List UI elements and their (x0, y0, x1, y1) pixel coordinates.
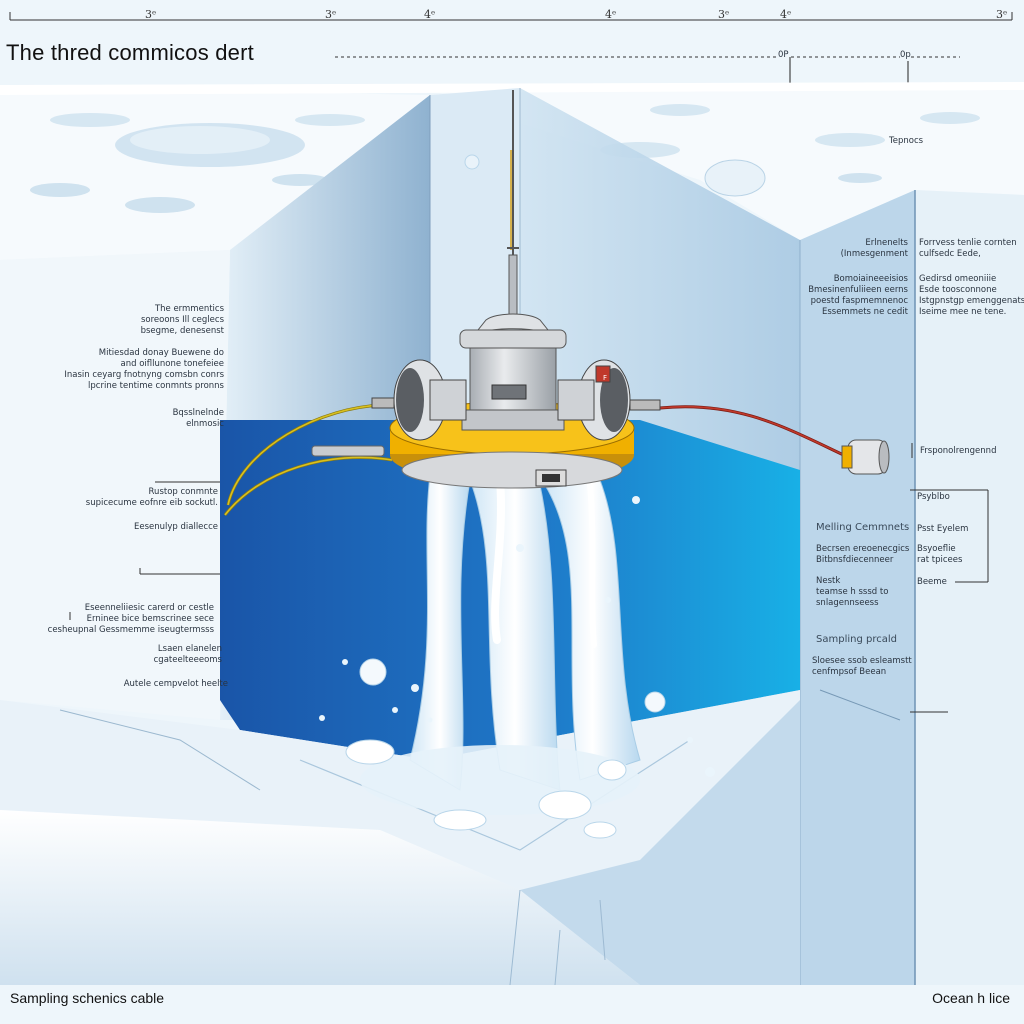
depth-marker: 0p (900, 50, 911, 61)
device-marking: F (603, 374, 608, 382)
label-left-5: Eesenulyp diallecce (133, 522, 218, 532)
meltwater-flow (319, 154, 715, 839)
cables (223, 403, 851, 516)
diagram-title: The thred commicos dert (6, 40, 254, 65)
label-right-4b: Becrsen ereoenecgics Bitbnsfdiecenneer (816, 544, 910, 565)
label-left-8: Autele cempvelot heelte (123, 679, 228, 689)
label-right-5a: Psyblbo (917, 492, 950, 502)
scale-tick: 4ᵉ (605, 8, 617, 21)
label-right-1b: Forrvess tenlie cornten culfsedc Eede, (919, 238, 1017, 259)
scale-tick: 3ᵉ (718, 8, 730, 21)
label-right-5d: Beeme (917, 577, 947, 587)
label-right-5c: Bsyoeflie rat tpicees (917, 544, 963, 565)
label-right-4a: Melling Cemmnets (816, 522, 910, 533)
label-left-6: Eseenneliiesic carerd or cestle Erninee … (47, 603, 214, 635)
label-left-2: Mitiesdad donay Buewene do and oifllunon… (64, 348, 224, 391)
depth-marker: 0P (778, 50, 789, 61)
label-right-4e: Sloesee ssob esleamstt cenfmpsof Beean (812, 656, 912, 677)
leader-lines (69, 443, 989, 713)
label-left-7: Lsaen elanelen cgateelteeeoms (153, 644, 222, 665)
label-right-1a: Erlnenelts (Inmesgenment (840, 238, 908, 259)
footer-left-caption: Sampling schenics cable (10, 990, 165, 1006)
label-right-3: Frsponolrengennd (920, 446, 997, 456)
footer-right-caption: Ocean h lice (932, 990, 1010, 1006)
label-right-2a: Bomoiaineeeisios Bmesinenfuliieen eerns … (808, 274, 908, 317)
label-left-4: Rustop conmnte supicecume eofnre eib soc… (85, 487, 218, 508)
melt-probe-lander (371, 313, 661, 489)
scale-tick: 4ᵉ (780, 8, 792, 21)
external-sensor-module (841, 439, 890, 475)
label-right-4d: Sampling prcald (816, 634, 897, 645)
label-left-1: The ermmentics soreoons Ill ceglecs bseg… (140, 304, 224, 336)
scale-tick: 3ᵉ (325, 8, 337, 21)
ice-surface (0, 82, 1024, 260)
scale-tick: 3ᵉ (996, 8, 1008, 21)
scale-tick: 3ᵉ (145, 8, 157, 21)
label-right-4c: Nestk teamse h sssd to snlagennseess (816, 576, 889, 608)
label-right-5b: Psst Eyelem (917, 524, 969, 534)
scale-tick: 4ᵉ (424, 8, 436, 21)
label-right-2b: Gedirsd omeoniiie Esde toosconnone Istgp… (919, 274, 1024, 317)
label-left-3: Bqsslnelnde elnmosic (172, 408, 224, 429)
label-right-0: Tepnocs (889, 136, 924, 146)
